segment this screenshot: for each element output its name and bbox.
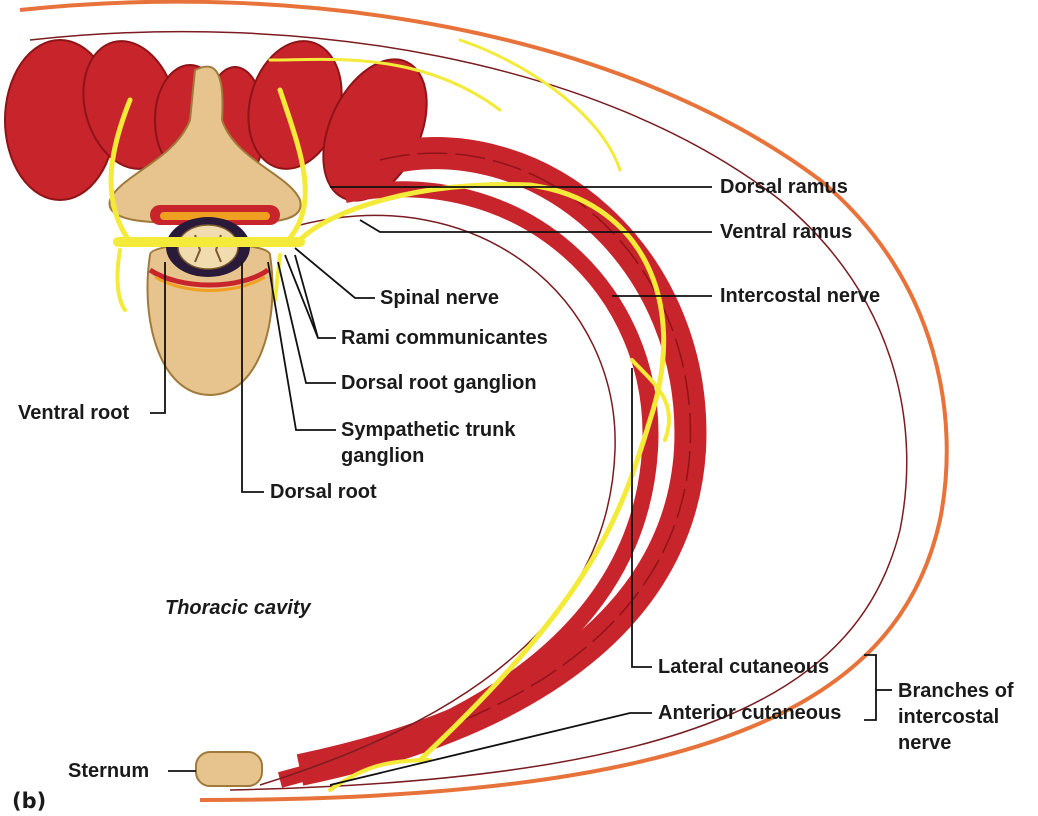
label-ventral-ramus: Ventral ramus <box>720 221 852 243</box>
label-intercostal-nerve: Intercostal nerve <box>720 285 880 307</box>
label-spinal-nerve: Spinal nerve <box>380 287 499 309</box>
label-sympathetic-trunk-ganglion: ganglion <box>341 445 424 467</box>
panel-letter: (b) <box>12 790 46 812</box>
label-branches-line1: Branches of <box>898 680 1014 702</box>
label-ventral-root: Ventral root <box>18 402 129 424</box>
sternum-bone <box>196 752 262 786</box>
label-branches-line3: nerve <box>898 732 951 754</box>
label-dorsal-root: Dorsal root <box>270 481 377 503</box>
label-sternum: Sternum <box>68 760 149 782</box>
label-branches-line2: intercostal <box>898 706 999 728</box>
label-lateral-cutaneous: Lateral cutaneous <box>658 656 829 678</box>
label-sympathetic-trunk: Sympathetic trunk <box>341 419 515 441</box>
label-dorsal-ramus: Dorsal ramus <box>720 176 848 198</box>
label-anterior-cutaneous: Anterior cutaneous <box>658 702 841 724</box>
label-dorsal-root-ganglion: Dorsal root ganglion <box>341 372 537 394</box>
intercostal-muscles <box>260 153 690 785</box>
label-rami-communicantes: Rami communicantes <box>341 327 548 349</box>
label-thoracic-cavity: Thoracic cavity <box>165 597 311 619</box>
